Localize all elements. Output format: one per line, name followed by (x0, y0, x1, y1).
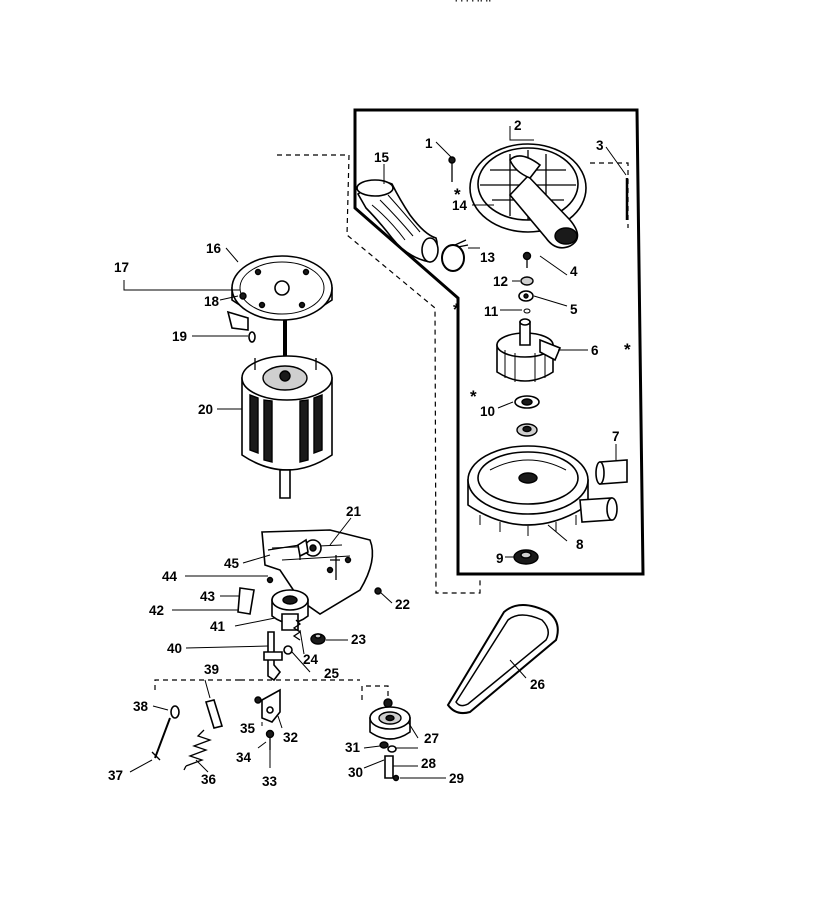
callout-20: 20 (198, 402, 213, 417)
mount-bracket-part-44 (237, 529, 374, 615)
callout-39: 39 (204, 662, 219, 677)
callout-15: 15 (374, 150, 390, 165)
callout-labels: 1 2 3 4 5 6 7 8 9 10 11 12 13 14 15 16 1… (108, 118, 620, 789)
callout-23: 23 (351, 632, 367, 647)
callout-36: 36 (201, 772, 217, 787)
callout-1: 1 (425, 136, 433, 151)
callout-12: 12 (493, 274, 508, 289)
idler-pulley-part-31 (369, 698, 411, 782)
motor-small-parts (239, 292, 256, 343)
callout-45: 45 (224, 556, 240, 571)
leader-lines (123, 126, 627, 779)
clamp-part-13 (441, 239, 469, 272)
callout-17: 17 (114, 260, 129, 275)
asterisk-marker: * (454, 185, 461, 204)
callout-4: 4 (570, 264, 578, 279)
tube-part-7 (595, 459, 628, 485)
callout-44: 44 (162, 569, 178, 584)
callout-38: 38 (133, 699, 149, 714)
small-bolt-part-22 (374, 587, 382, 595)
pump-cover-part (469, 143, 587, 249)
asterisk-marker: * (453, 300, 460, 319)
callout-11: 11 (484, 304, 499, 319)
callout-3: 3 (596, 138, 604, 153)
callout-31: 31 (345, 740, 361, 755)
screw-part-1 (448, 156, 456, 182)
motor-part-20 (241, 320, 333, 499)
callout-18: 18 (204, 294, 220, 309)
callout-16: 16 (206, 241, 222, 256)
hose-part-15 (356, 179, 439, 263)
callout-42: 42 (149, 603, 164, 618)
callout-26: 26 (530, 677, 546, 692)
callout-14: 14 (452, 198, 468, 213)
callout-21: 21 (346, 504, 362, 519)
pump-body-part-8 (467, 445, 618, 536)
impeller-part-6 (496, 318, 562, 382)
callout-19: 19 (172, 329, 187, 344)
callout-24: 24 (303, 652, 319, 667)
callout-29: 29 (449, 771, 464, 786)
part-38 (170, 705, 180, 719)
callout-30: 30 (348, 765, 363, 780)
screw-part-34 (265, 729, 275, 750)
spring-part-24 (292, 619, 302, 641)
callout-35: 35 (240, 721, 256, 736)
callout-5: 5 (570, 302, 578, 317)
callout-8: 8 (576, 537, 584, 552)
header-fragment: · · · · ·· ·· (455, 0, 491, 6)
belt-part-26 (446, 604, 559, 715)
asterisk-markers: * * * * (453, 185, 631, 406)
callout-43: 43 (200, 589, 216, 604)
seal-part-10 (514, 395, 540, 437)
callout-10: 10 (480, 404, 495, 419)
callout-27: 27 (424, 731, 439, 746)
part-25 (283, 645, 293, 655)
spring-part-36 (183, 729, 212, 771)
callout-2: 2 (514, 118, 522, 133)
callout-6: 6 (591, 343, 599, 358)
callout-25: 25 (324, 666, 340, 681)
callout-41: 41 (210, 619, 226, 634)
callout-32: 32 (283, 730, 298, 745)
callout-22: 22 (395, 597, 410, 612)
callout-28: 28 (421, 756, 437, 771)
seal-part-9 (513, 549, 539, 565)
pump-assembly-box (353, 108, 645, 576)
dashed-guide-lines (154, 154, 629, 700)
bushing-part-23 (310, 633, 326, 645)
callout-40: 40 (167, 641, 182, 656)
rod-part-37 (151, 717, 171, 761)
bracket-part-32 (254, 688, 281, 723)
asterisk-marker: * (470, 387, 477, 406)
asterisk-marker: * (624, 340, 631, 359)
callout-33: 33 (262, 774, 278, 789)
callout-7: 7 (612, 429, 620, 444)
lever-part-40 (263, 631, 283, 682)
pin-part-39 (204, 699, 224, 729)
callout-37: 37 (108, 768, 123, 783)
end-bell-part-16 (226, 255, 333, 331)
callout-9: 9 (496, 551, 504, 566)
pulley-part-41 (271, 589, 309, 631)
callout-34: 34 (236, 750, 252, 765)
small-pump-parts (518, 251, 534, 314)
callout-13: 13 (480, 250, 496, 265)
